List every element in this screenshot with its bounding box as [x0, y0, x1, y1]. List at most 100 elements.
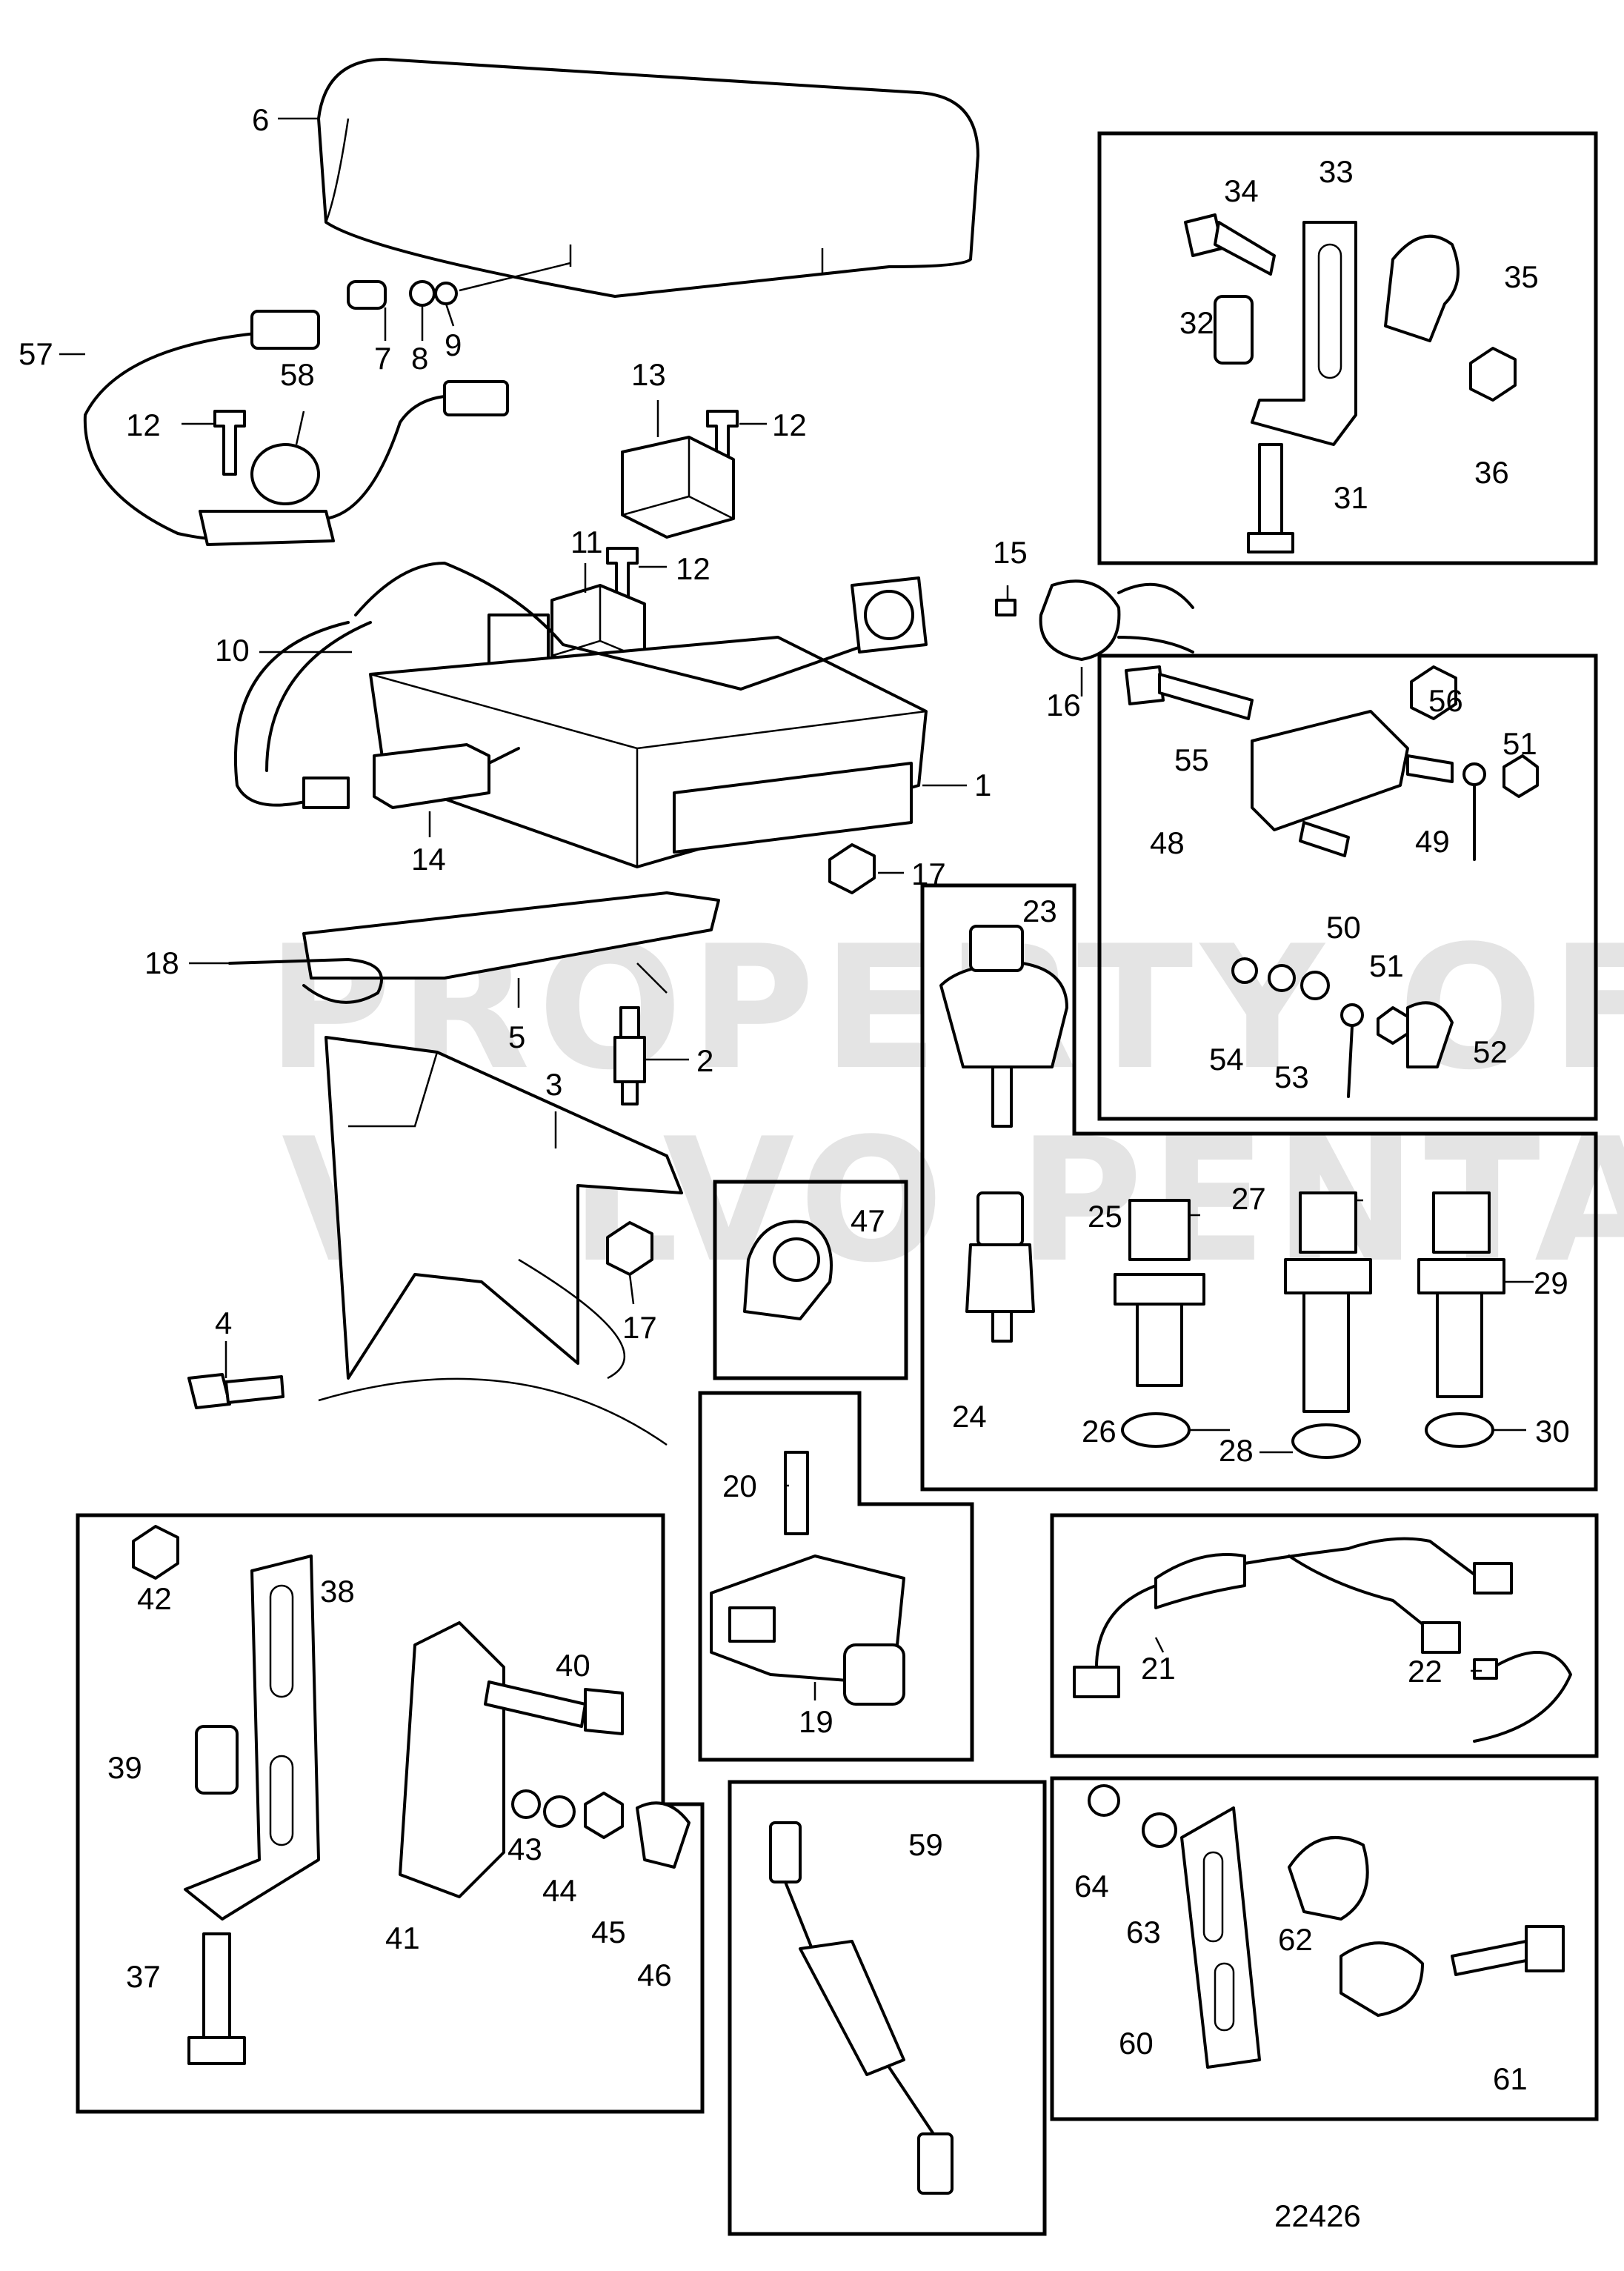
washer-part-8 [409, 280, 436, 307]
plug-part-16 [1039, 579, 1121, 661]
cable-tie-part-22 [1473, 1651, 1572, 1743]
callout-35: 35 [1504, 259, 1539, 294]
panel-59 [728, 1780, 1047, 2236]
washer-part-9 [434, 282, 458, 305]
leader-lines [59, 117, 1534, 1700]
relay-part-13 [621, 436, 735, 539]
callout-16: 16 [1046, 688, 1081, 722]
panel-21-22 [1050, 1513, 1599, 1758]
callout-41: 41 [385, 1921, 420, 1955]
washer-part-44 [543, 1795, 576, 1828]
washer-part-64 [1088, 1784, 1120, 1817]
callout-15: 15 [993, 535, 1028, 570]
panel-48-56 [1097, 654, 1598, 1121]
callout-57: 57 [19, 336, 53, 371]
callout-3: 3 [545, 1067, 562, 1102]
callout-6: 6 [252, 102, 269, 137]
callout-30: 30 [1535, 1414, 1570, 1449]
washer-part-63 [1142, 1812, 1177, 1848]
callout-59: 59 [908, 1827, 943, 1862]
screw-part-7 [347, 280, 387, 310]
callout-4: 4 [215, 1306, 232, 1340]
nut-part-42 [132, 1525, 179, 1580]
bolt-part-31 [1258, 443, 1283, 535]
nut-part-45 [584, 1792, 624, 1839]
seal-part-28 [1291, 1423, 1361, 1459]
callout-60: 60 [1119, 2026, 1154, 2061]
seal-part-30 [1425, 1412, 1494, 1448]
callout-1: 1 [974, 768, 991, 802]
callout-7: 7 [374, 341, 391, 376]
washer-part-50 [1300, 971, 1330, 1000]
callout-5: 5 [508, 1020, 525, 1054]
cable-part-57 [83, 332, 268, 541]
cover-part-6 [317, 58, 979, 298]
bolt-part-12-a [213, 410, 246, 476]
panel-37-46 [76, 1513, 705, 2114]
bolt-part-61 [1451, 1940, 1531, 1976]
callout-61: 61 [1493, 2061, 1528, 2096]
callout-40: 40 [556, 1648, 590, 1683]
panel-23-30 [920, 883, 1598, 1492]
cap-part-52 [1406, 1001, 1454, 1068]
spacer-part-39 [195, 1725, 239, 1795]
callout-17-b: 17 [622, 1310, 657, 1345]
callout-12-b: 12 [772, 408, 807, 442]
nut-part-36 [1469, 347, 1517, 402]
bracket-part-3 [325, 1036, 683, 1380]
callout-37: 37 [126, 1959, 161, 1994]
callout-43: 43 [508, 1832, 542, 1866]
bolt-part-37 [202, 1932, 231, 2039]
callout-29: 29 [1534, 1266, 1568, 1300]
clamp-part-35 [1384, 234, 1460, 342]
callout-19: 19 [799, 1704, 833, 1739]
callout-42: 42 [137, 1581, 172, 1616]
nut-part-51-a [1502, 754, 1539, 798]
terminal-part-49 [1462, 762, 1486, 786]
callout-50: 50 [1326, 910, 1361, 945]
spacer-part-32 [1214, 295, 1254, 365]
callout-47: 47 [851, 1203, 885, 1238]
cap-part-46 [636, 1801, 690, 1869]
callout-25: 25 [1088, 1199, 1122, 1234]
panel-47 [713, 1180, 908, 1380]
sender-part-24 [965, 1243, 1035, 1313]
cable-part-21 [1095, 1537, 1491, 1669]
bracket-part-33 [1251, 221, 1357, 446]
callout-64: 64 [1074, 1869, 1109, 1903]
sender-part-27 [1299, 1191, 1357, 1254]
nut-part-17-a [828, 843, 876, 894]
clamp-part-62 [1288, 1836, 1369, 1921]
callout-46: 46 [637, 1958, 672, 1992]
callout-9: 9 [445, 327, 462, 362]
drawing-number: 22426 [1274, 2198, 1361, 2233]
connector-part-59-a [769, 1821, 802, 1883]
callout-labels: 6 7 8 9 57 12 58 13 12 11 12 10 15 16 1 … [19, 102, 1570, 2096]
callout-48: 48 [1150, 825, 1185, 860]
callout-26: 26 [1082, 1414, 1116, 1449]
callout-20: 20 [722, 1469, 757, 1503]
callout-12-a: 12 [126, 408, 161, 442]
bolt-part-40 [484, 1680, 587, 1728]
panel-31-36 [1097, 131, 1598, 565]
seal-part-26 [1121, 1412, 1191, 1448]
callout-58: 58 [280, 357, 315, 392]
connector-part-57-a [250, 310, 320, 350]
connector-part-59-b [917, 2132, 954, 2195]
connector-part-57-b [443, 380, 509, 416]
callout-31: 31 [1334, 480, 1368, 515]
callout-21: 21 [1141, 1651, 1176, 1686]
panel-60-64 [1050, 1776, 1599, 2121]
callout-18: 18 [144, 945, 179, 980]
sender-part-29 [1432, 1191, 1491, 1254]
callout-32: 32 [1179, 305, 1214, 340]
callout-11: 11 [570, 525, 603, 559]
nut-part-56 [1410, 665, 1457, 720]
callout-2: 2 [696, 1043, 713, 1078]
main-assembly [83, 58, 1194, 1446]
washer-part-43 [511, 1789, 541, 1819]
damper-part-2 [613, 1036, 646, 1083]
callout-56: 56 [1428, 683, 1463, 718]
callout-55: 55 [1174, 742, 1209, 777]
